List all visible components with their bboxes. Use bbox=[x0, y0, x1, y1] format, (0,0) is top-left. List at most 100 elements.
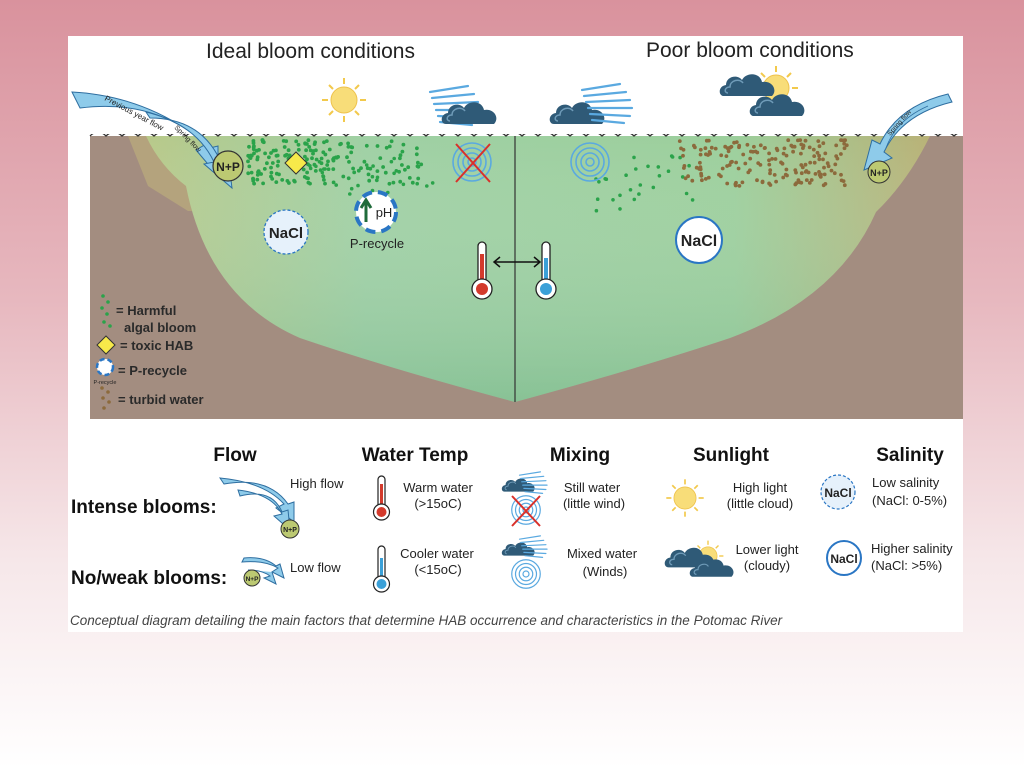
bloom-dot bbox=[725, 181, 730, 186]
turbid-water bbox=[677, 138, 849, 188]
bloom-dot bbox=[832, 171, 837, 176]
bloom-dot bbox=[748, 168, 752, 173]
bloom-dot bbox=[737, 184, 742, 188]
bloom-dot bbox=[798, 138, 803, 142]
bloom-dot bbox=[774, 179, 778, 184]
bloom-dot bbox=[331, 158, 336, 163]
high-light-sun-icon bbox=[665, 478, 705, 518]
bloom-dot bbox=[345, 155, 349, 160]
bloom-dot bbox=[246, 159, 250, 164]
low-salinity-marker: NaCl bbox=[263, 209, 309, 255]
bloom-dot bbox=[267, 155, 271, 160]
bloom-dot bbox=[683, 176, 688, 181]
bloom-dot bbox=[734, 140, 739, 144]
low-salinity-range: (NaCl: 0-5%) bbox=[872, 493, 947, 508]
bloom-dot bbox=[768, 168, 773, 173]
nutrient-input-right: N+P bbox=[867, 160, 891, 184]
low-salinity-label: Low salinity bbox=[872, 475, 940, 490]
bloom-dot bbox=[351, 166, 355, 171]
bloom-dot bbox=[314, 164, 318, 169]
bloom-dot bbox=[387, 144, 392, 149]
lower-light-cloud-icon bbox=[664, 539, 735, 578]
bloom-dot bbox=[397, 169, 401, 174]
bloom-dot bbox=[686, 174, 690, 179]
cloud-icon bbox=[718, 73, 776, 97]
bloom-dot bbox=[348, 192, 352, 196]
bloom-dot bbox=[341, 174, 346, 179]
bloom-dot bbox=[594, 208, 599, 213]
bloom-dot bbox=[737, 145, 741, 150]
bloom-dot bbox=[322, 167, 326, 171]
bloom-dot bbox=[698, 147, 703, 152]
bloom-dot bbox=[430, 181, 435, 185]
bloom-dot bbox=[717, 172, 721, 177]
bloom-dot bbox=[817, 157, 822, 162]
weak-blooms-label: No/weak blooms: bbox=[71, 568, 227, 589]
bloom-dot bbox=[796, 178, 801, 183]
bloom-dot bbox=[803, 138, 808, 143]
svg-text:NaCl: NaCl bbox=[269, 225, 303, 242]
bloom-dot bbox=[799, 163, 804, 167]
bloom-dot bbox=[829, 168, 834, 173]
bloom-dot bbox=[338, 142, 342, 147]
bloom-dot bbox=[400, 149, 405, 154]
diagram-panel: Ideal bloom conditions Poor bloom condit… bbox=[68, 36, 963, 632]
bloom-dot bbox=[326, 167, 331, 171]
bloom-dot bbox=[740, 180, 745, 185]
bloom-dot bbox=[352, 170, 357, 175]
bloom-dot bbox=[791, 149, 795, 154]
ideal-conditions-title: Ideal bloom conditions bbox=[206, 40, 415, 63]
bloom-dot bbox=[603, 177, 607, 181]
bloom-dot bbox=[692, 143, 696, 148]
bloom-dot bbox=[296, 142, 301, 147]
bloom-dot bbox=[651, 185, 656, 190]
bloom-dot bbox=[274, 180, 279, 185]
bloom-dot bbox=[741, 152, 746, 157]
bloom-dot bbox=[804, 169, 809, 173]
cool-thermometer-icon bbox=[535, 241, 557, 300]
bloom-dot bbox=[292, 178, 296, 183]
bloom-dot bbox=[269, 151, 273, 155]
bloom-dot bbox=[657, 174, 662, 178]
low-flow-label: Low flow bbox=[290, 560, 341, 575]
bloom-dot bbox=[767, 151, 771, 156]
bloom-dot bbox=[808, 160, 813, 165]
bloom-dot bbox=[638, 183, 643, 187]
bloom-dot bbox=[817, 173, 822, 178]
bloom-dot bbox=[816, 139, 821, 143]
bloom-dot bbox=[807, 181, 812, 185]
bloom-dot bbox=[684, 191, 689, 196]
bloom-dot bbox=[687, 163, 691, 168]
warm-water-icon bbox=[372, 475, 391, 521]
bloom-dot bbox=[311, 151, 315, 156]
bloom-dot bbox=[246, 171, 251, 176]
bloom-dot bbox=[809, 178, 814, 182]
bloom-dot bbox=[784, 167, 789, 172]
bloom-dot bbox=[842, 146, 847, 151]
bloom-dot bbox=[833, 162, 838, 167]
bloom-dot bbox=[698, 152, 703, 157]
bloom-dot bbox=[323, 181, 327, 186]
bloom-dot bbox=[839, 172, 843, 177]
bloom-dot bbox=[336, 155, 340, 159]
bloom-dot bbox=[751, 149, 755, 154]
bloom-dot bbox=[842, 141, 847, 146]
bloom-dot bbox=[308, 164, 312, 168]
bloom-dot bbox=[398, 153, 403, 158]
bloom-dot bbox=[794, 170, 798, 175]
bloom-dot bbox=[646, 164, 650, 169]
bloom-dot bbox=[284, 152, 289, 157]
harmful-algal-bloom bbox=[246, 138, 435, 196]
bloom-dot bbox=[682, 166, 686, 170]
bloom-dot bbox=[349, 150, 354, 155]
bloom-dot bbox=[346, 141, 350, 146]
bloom-dot bbox=[709, 145, 714, 150]
bloom-dot bbox=[314, 157, 319, 162]
bloom-dot bbox=[287, 153, 292, 158]
legend-toxic-label: = toxic HAB bbox=[120, 338, 193, 353]
bloom-dot bbox=[251, 147, 256, 152]
bloom-dot bbox=[265, 161, 269, 166]
bloom-dot bbox=[821, 141, 826, 146]
intense-blooms-label: Intense blooms: bbox=[71, 497, 217, 518]
sun-icon bbox=[321, 77, 367, 123]
